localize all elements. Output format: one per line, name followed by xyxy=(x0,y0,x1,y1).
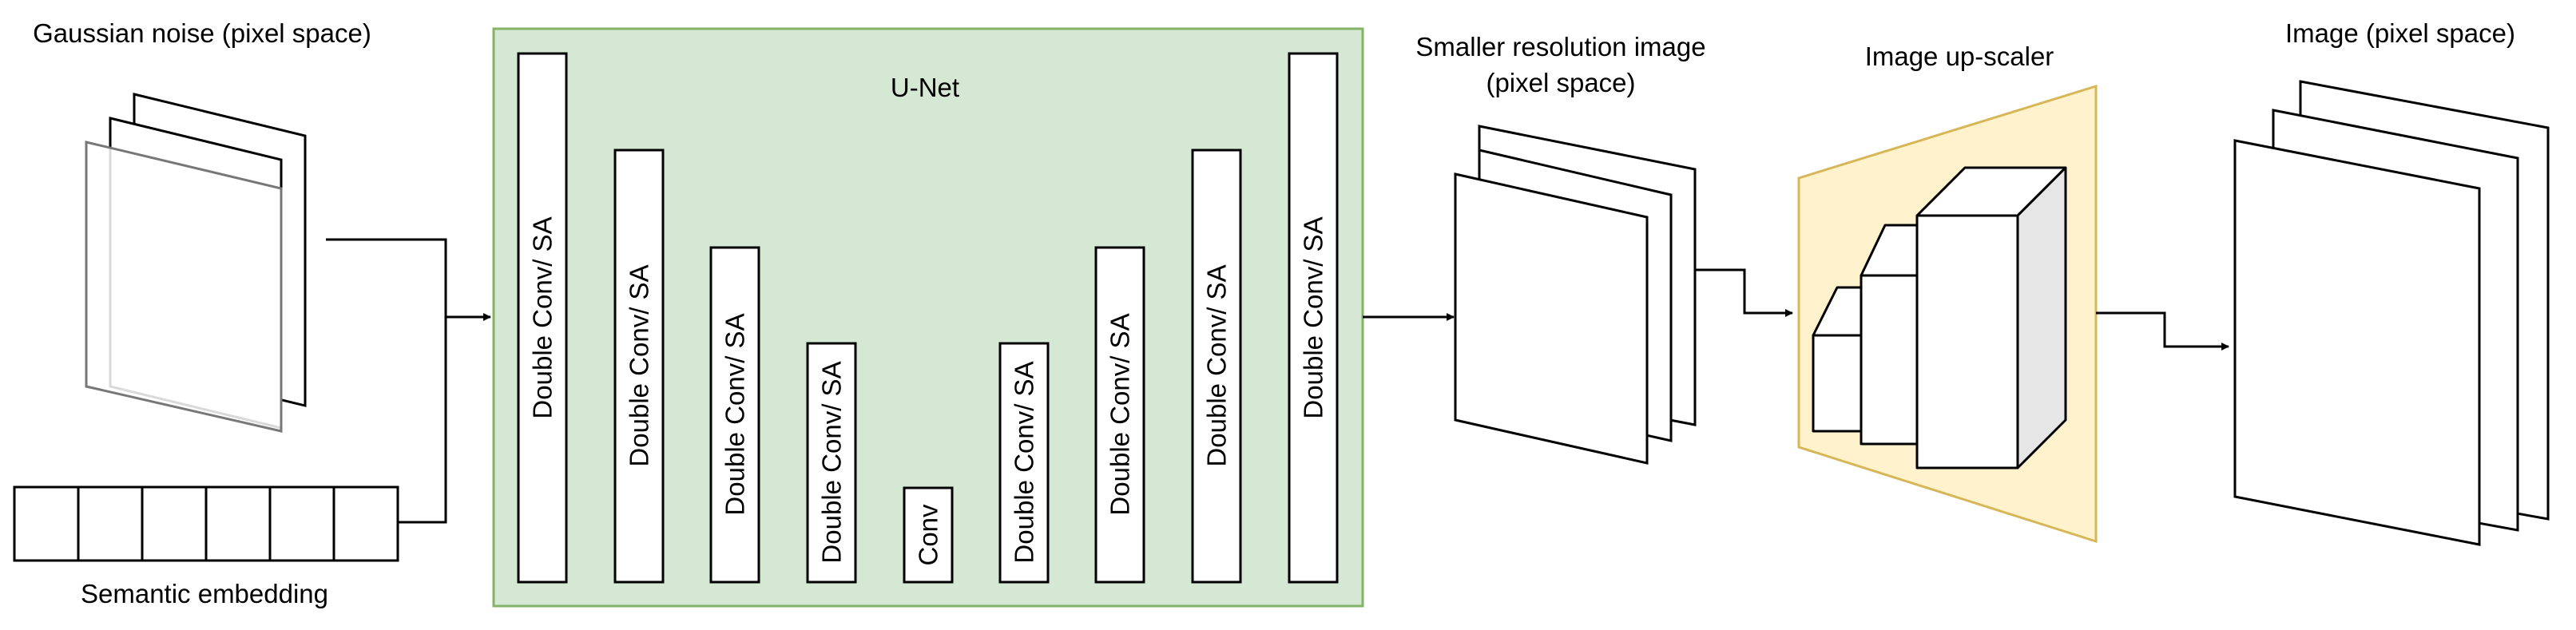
input-connectors xyxy=(326,238,491,524)
unet-block: Double Conv/ SA xyxy=(1191,149,1242,584)
unet-block: Double Conv/ SA xyxy=(613,149,665,584)
embedding-label: Semantic embedding xyxy=(81,579,328,608)
unet-block-label: Double Conv/ SA xyxy=(1105,313,1135,515)
unet-block: Double Conv/ SA xyxy=(1288,52,1339,584)
upscaler-cubes xyxy=(1812,166,2067,470)
unet-title: U-Net xyxy=(891,73,959,102)
unet-block-label: Double Conv/ SA xyxy=(817,361,847,563)
output-title: Image (pixel space) xyxy=(2285,18,2515,48)
unet-block-label: Double Conv/ SA xyxy=(1010,361,1039,563)
noise-title: Gaussian noise (pixel space) xyxy=(33,18,371,48)
arrow-upscaler-to-output xyxy=(2096,311,2229,351)
unet-block: Conv xyxy=(903,486,954,584)
upscaler-title: Image up-scaler xyxy=(1865,42,2054,71)
unet-block: Double Conv/ SA xyxy=(709,246,760,584)
semantic-embedding-vector xyxy=(13,485,399,562)
unet-block: Double Conv/ SA xyxy=(806,342,857,584)
unet-block: Double Conv/ SA xyxy=(1094,246,1145,584)
arrow-image-to-upscaler xyxy=(1695,268,1793,317)
unet-block: Double Conv/ SA xyxy=(517,52,568,584)
unet-block-label: Double Conv/ SA xyxy=(528,216,558,418)
small-image-title-line2: (pixel space) xyxy=(1486,68,1635,97)
unet-block: Double Conv/ SA xyxy=(998,342,1050,584)
output-image-stack xyxy=(2233,80,2550,546)
unet-block-label: Double Conv/ SA xyxy=(720,313,750,515)
unet-block-label: Conv xyxy=(914,504,943,566)
unet-block-label: Double Conv/ SA xyxy=(1299,216,1328,418)
unet-block-label: Double Conv/ SA xyxy=(1202,264,1232,466)
small-image-stack xyxy=(1454,125,1697,465)
noise-stack xyxy=(85,93,307,433)
unet-block-label: Double Conv/ SA xyxy=(625,264,654,466)
small-image-title-line1: Smaller resolution image xyxy=(1415,32,1705,61)
